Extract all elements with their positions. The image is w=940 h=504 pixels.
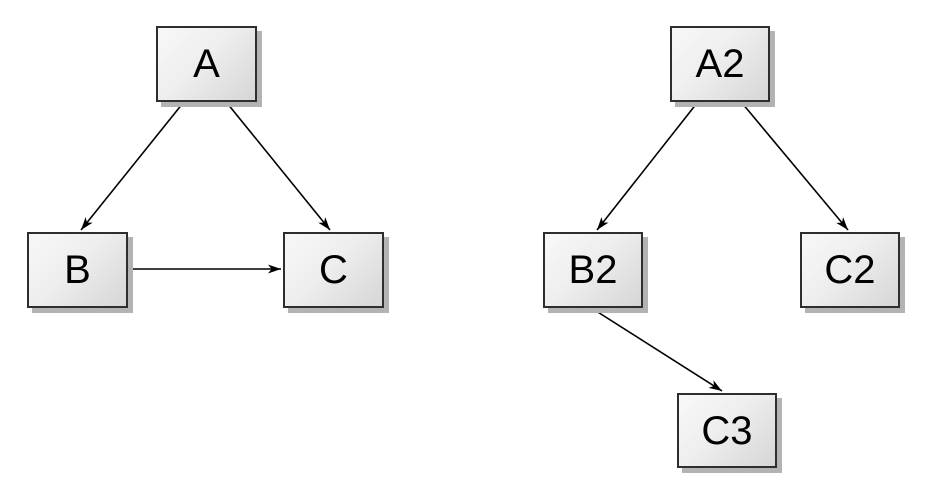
edge-a2-b2	[596, 102, 698, 231]
node-label-a2: A2	[695, 42, 745, 86]
edge-b2-c3	[592, 308, 723, 392]
node-label-c3: C3	[701, 408, 753, 453]
graph-node-c: C	[283, 232, 384, 308]
graph-node-a: A	[156, 26, 257, 102]
graph-node-b: B	[27, 232, 128, 308]
edge-a-b	[80, 102, 184, 231]
edge-a2-c2	[741, 102, 849, 231]
node-label-c: C	[319, 248, 348, 292]
graph-node-c2: C2	[800, 232, 900, 308]
graph-node-a2: A2	[670, 26, 770, 102]
node-label-b2: B2	[568, 248, 618, 292]
edge-a-c	[226, 102, 331, 231]
node-label-c2: C2	[824, 248, 876, 292]
graph-node-c3: C3	[677, 393, 777, 468]
node-label-b: B	[64, 248, 91, 292]
node-label-a: A	[193, 42, 220, 86]
graph-node-b2: B2	[543, 232, 643, 308]
